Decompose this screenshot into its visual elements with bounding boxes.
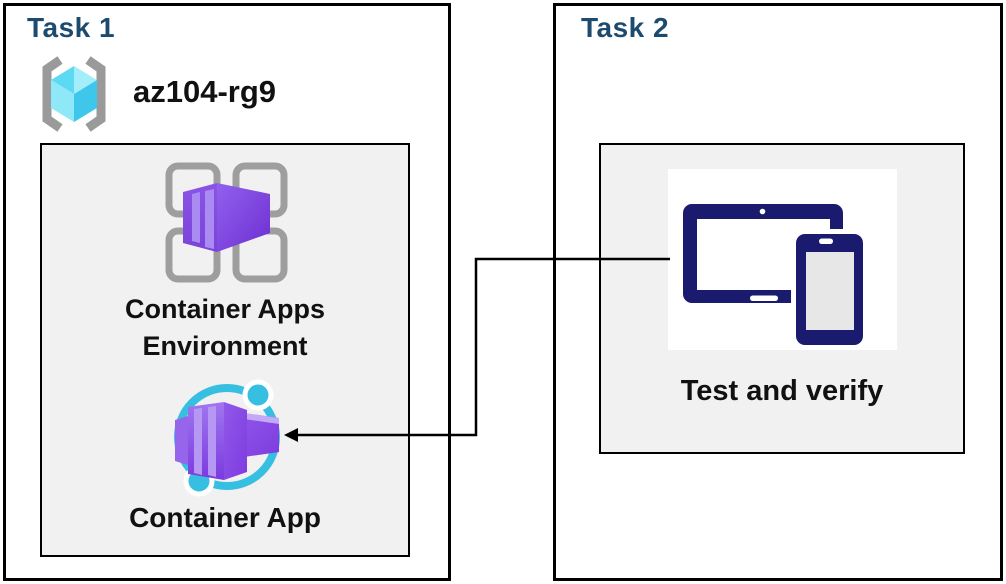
container-app-boxes (175, 402, 279, 480)
task1-title: Task 1 (27, 12, 116, 43)
environment-label-line1: Container Apps (124, 294, 325, 324)
container-app-label: Container App (129, 502, 321, 533)
phone-shape (791, 229, 868, 350)
resource-group-cube (51, 66, 97, 122)
task2-title: Task 2 (581, 12, 670, 43)
container-apps-environment-icon (165, 162, 288, 283)
resource-group-icon (42, 56, 106, 132)
container-app-icon (174, 379, 280, 497)
environment-container-box (183, 183, 270, 252)
environment-label-line2: Environment (142, 331, 308, 361)
test-and-verify-label: Test and verify (680, 375, 884, 407)
resource-group-brackets (42, 56, 106, 132)
resource-group-name: az104-rg9 (133, 74, 277, 109)
environment-label: Container Apps Environment (40, 291, 410, 365)
tablet-and-phone-icon (683, 204, 868, 350)
